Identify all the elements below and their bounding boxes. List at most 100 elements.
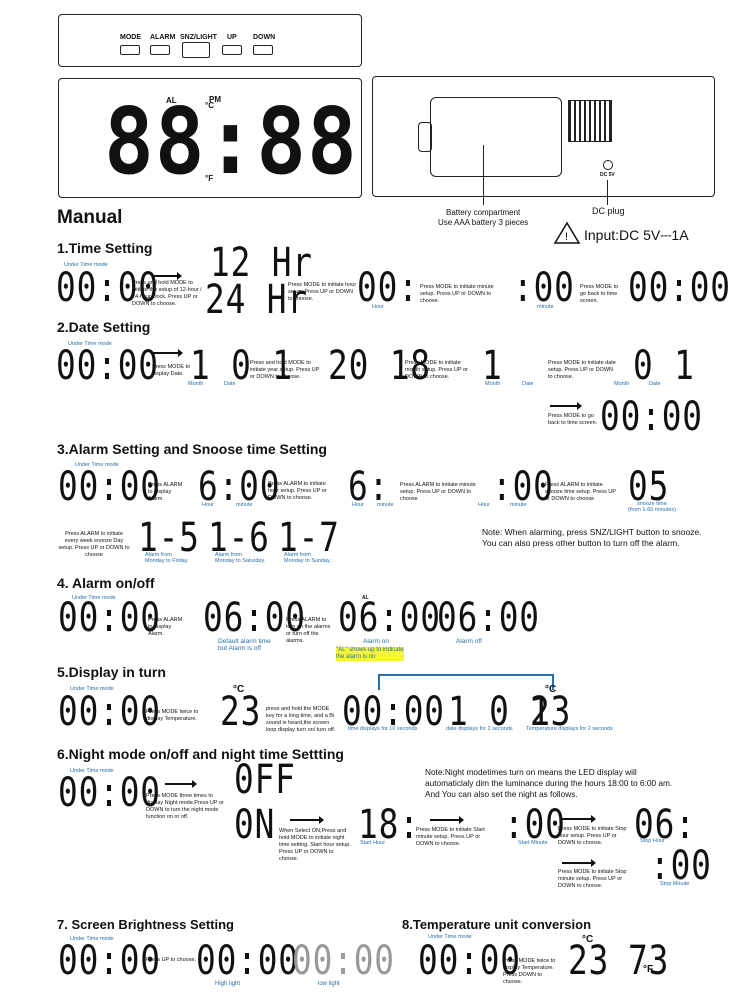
- instruction: Press MODE to initiate Stop minute setup…: [558, 869, 627, 889]
- lcd-readout: 20 18: [328, 343, 431, 389]
- lcd-readout: 00:00: [196, 938, 299, 984]
- lcd-readout: 24 Hr: [205, 277, 308, 323]
- al-indicator: AL: [362, 595, 369, 601]
- caption: Alarm off: [456, 638, 482, 645]
- caption: Hour: [202, 502, 214, 508]
- instruction: Press MODE to initiate Start minute setu…: [416, 827, 485, 847]
- svg-text:!: !: [565, 231, 568, 243]
- alarm-note: Note: When alarming, press SNZ/LIGHT but…: [482, 527, 702, 550]
- section-title: 4. Alarm on/off: [57, 575, 155, 591]
- instruction: Press ALARM to initiate every week snooz…: [58, 531, 130, 558]
- label-snz-light: SNZ/LIGHT: [180, 34, 217, 41]
- caption: Stop Minute: [660, 881, 690, 887]
- caption: Stop Hour: [640, 838, 665, 844]
- down-button[interactable]: [253, 45, 273, 55]
- lcd-readout: 1-5: [138, 515, 200, 561]
- snz-light-button[interactable]: [182, 42, 210, 58]
- label-alarm: ALARM: [150, 34, 176, 41]
- section-title: 8.Temperature unit conversion: [402, 917, 592, 932]
- instruction: Press UP to choose.: [146, 957, 197, 963]
- instruction: Press MODE to display Date.: [152, 364, 191, 377]
- lcd-readout: 6:00: [198, 464, 281, 510]
- lcd-readout: 06:00: [338, 595, 441, 641]
- arrow-icon: [562, 815, 596, 823]
- lcd-readout: :00: [504, 802, 566, 848]
- arrow-icon: [430, 816, 464, 824]
- lcd-readout: 23: [530, 689, 572, 735]
- lcd-readout: 06:00: [437, 595, 540, 641]
- lcd-readout: 00:: [357, 265, 419, 311]
- display-panel: [58, 78, 362, 198]
- caption: Month: [188, 381, 204, 387]
- caption: minute: [510, 502, 527, 508]
- lcd-readout: 06:: [634, 802, 696, 848]
- caption: minute: [236, 502, 253, 508]
- label-mode: MODE: [120, 34, 141, 41]
- lcd-readout: 00:00: [342, 689, 445, 735]
- dc-plug-label: DC plug: [592, 206, 625, 216]
- lcd-readout: :00: [513, 265, 575, 311]
- caption: Hour: [352, 502, 364, 508]
- instruction: Press MODE to go back to time screen.: [580, 284, 619, 304]
- lcd-readout: 00:00: [58, 689, 161, 735]
- arrow-icon: [562, 859, 596, 867]
- instruction: Press MODE twice to display Temperature.: [146, 709, 199, 722]
- instruction: Press and hold MODE to initiate year set…: [250, 360, 320, 380]
- pm-indicator: PM: [209, 95, 221, 104]
- lcd-readout: 00:00: [56, 265, 159, 311]
- battery-compartment: [430, 97, 562, 177]
- lcd-readout: 12 Hr: [210, 240, 313, 286]
- up-button[interactable]: [222, 45, 242, 55]
- lcd-readout: :00: [650, 843, 712, 889]
- arrow-icon: [165, 780, 197, 788]
- caption: Under Time mode: [70, 936, 114, 942]
- instruction: When Select ON,Press and hold MODE to in…: [279, 828, 351, 862]
- caption-line: but Alarm is off: [218, 645, 261, 652]
- instruction: Press MODE to initiate month setup. Pres…: [405, 360, 468, 380]
- arrow-icon: [152, 272, 182, 280]
- celsius-indicator: °C: [205, 101, 214, 110]
- caption: date displays for 2 seconds: [446, 726, 513, 732]
- lcd-readout: 00:00: [292, 938, 395, 984]
- instruction: Press ALARM to display Alarm.: [148, 617, 183, 637]
- note-line: Note:Night modetimes turn on means the L…: [425, 767, 637, 777]
- caption: minute: [537, 304, 554, 310]
- alarm-button[interactable]: [150, 45, 170, 55]
- lcd-readout: 00:00: [600, 394, 703, 440]
- caption: minute: [377, 502, 394, 508]
- celsius-indicator: °C: [233, 684, 245, 695]
- note-line: You can also press other button to turn …: [482, 538, 680, 549]
- section-title: 5.Display in turn: [57, 664, 166, 680]
- note-line: Note: When alarming, press SNZ/LIGHT but…: [482, 527, 702, 537]
- battery-label: Battery compartment: [446, 208, 521, 217]
- lcd-readout: 06:00: [203, 595, 306, 641]
- caption: time displays for 10 seconds: [348, 726, 418, 732]
- instruction: Press ALARM to initiate snooze time setu…: [545, 482, 616, 502]
- instruction: Press ALARM to initiate hour setup. Pres…: [268, 481, 327, 501]
- mode-button[interactable]: [120, 45, 140, 55]
- battery-terminal: [418, 122, 432, 152]
- caption: Under Time mode: [64, 262, 108, 268]
- section-title: 7. Screen Brightness Setting: [57, 917, 234, 932]
- caption: Start Hour: [360, 840, 386, 846]
- lcd-readout: 00:00: [628, 265, 731, 311]
- lcd-readout: 23: [220, 689, 262, 735]
- instruction: Press ALARM to initiate minute setup. Pr…: [400, 482, 476, 502]
- instruction: Press and hold MODE to initiate the setu…: [132, 280, 202, 307]
- lcd-readout: 73: [628, 938, 670, 984]
- warning-icon: !: [553, 221, 581, 244]
- instruction: Press MODE to initiate minute setup. Pre…: [420, 284, 494, 304]
- arrow-icon: [550, 402, 582, 410]
- lcd-readout: 6:: [348, 464, 390, 510]
- caption-line: Monday to Saturday.: [215, 558, 266, 564]
- caption: Alarm on: [363, 638, 390, 645]
- lcd-readout: :00: [492, 464, 554, 510]
- night-note: Note:Night modetimes turn on means the L…: [425, 767, 672, 801]
- section-title: 1.Time Setting: [57, 240, 153, 256]
- instruction: Press ALARM to turn on the alarms or tur…: [286, 617, 331, 644]
